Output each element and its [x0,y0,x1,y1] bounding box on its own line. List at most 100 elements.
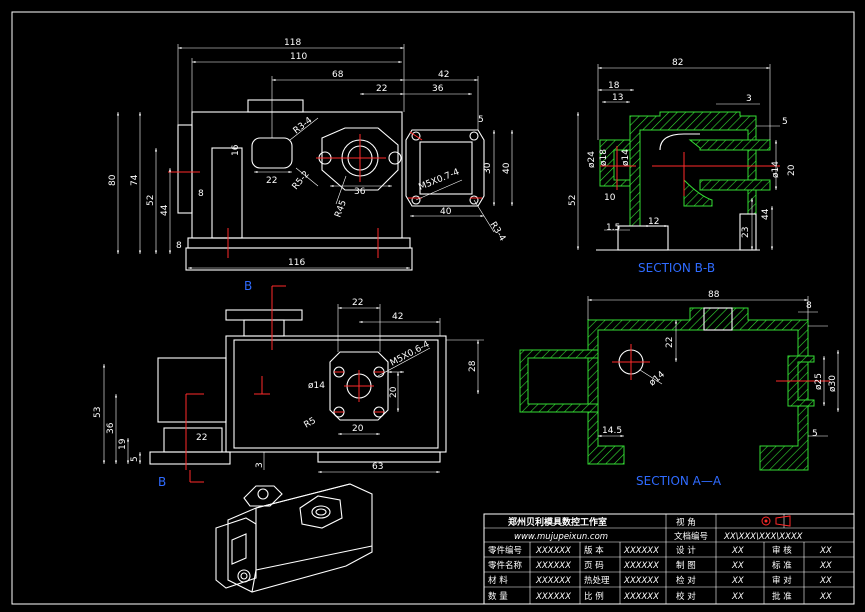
dim-36-top: 36 [106,422,116,434]
dim-r3-4-b: R3-4 [487,220,507,243]
dim-52-side: 52 [568,195,578,206]
dim-110: 110 [290,52,307,62]
dim-30: 30 [483,162,493,174]
part-name-label: 零件名称 [488,560,523,571]
standard-label: 标 准 [772,560,792,571]
version-value: XXXXXX [623,546,659,556]
dim-1-5: 1.5 [606,223,620,233]
dim-22-slot: 22 [266,176,277,186]
audit-label: 审 对 [772,575,792,586]
dim-53: 53 [93,407,103,418]
dim-88: 88 [708,290,720,300]
dim-d14-top: ø14 [308,381,325,391]
part-number-label: 零件编号 [488,545,522,556]
dim-8-aa: 8 [806,301,812,311]
dim-40-w: 40 [440,207,452,217]
view-angle-label: 视 角 [676,517,696,528]
dim-d18: ø18 [599,149,609,166]
part-name-value: XXXXXX [535,561,571,571]
dim-3-top: 3 [255,462,265,468]
title-block: 郑州贝利模具数控工作室 www.mujupeixun.com 视 角 文档编号 … [483,513,855,605]
dim-d24: ø24 [587,151,597,168]
dim-m5: M5X0.7-4 [417,167,461,192]
section-a-a-view: 88 8 22 ø14 ø25 ø30 14.5 5 SECTION A—A [519,290,840,488]
approve-label: 批 准 [772,591,792,602]
dim-63: 63 [372,462,383,472]
dim-20-top-h: 20 [352,424,364,434]
dim-22-aa: 22 [665,337,675,348]
section-b-b-view: 82 18 13 3 5 ø24 ø18 ø14 ø14 20 10 52 12… [568,58,797,275]
scale-value: XXXXXX [623,592,659,602]
dim-14-5: 14.5 [602,426,622,436]
section-b-b-label: SECTION B-B [638,261,715,275]
dim-12: 12 [648,217,659,227]
page-value: XXXXXX [623,561,659,571]
part-number-value: XXXXXX [535,546,571,556]
dim-5-top: 5 [130,456,140,462]
dim-r45: R45 [333,199,348,219]
check-value: XX [731,576,744,586]
dim-r3-4: R3-4 [292,115,315,136]
dim-d25: ø25 [814,373,824,390]
drafting-value: XX [731,561,744,571]
review-value: XX [819,546,832,556]
dim-d14-aa: ø14 [648,370,668,389]
dim-8-b: 8 [176,241,182,251]
section-cut-label-b-bottom: B [158,475,166,489]
dim-20-side: 20 [787,164,797,176]
dim-22: 22 [376,84,387,94]
section-cut-label-b-top: B [244,279,252,293]
company-name: 郑州贝利模具数控工作室 [508,516,607,528]
audit-value: XX [819,576,832,586]
quantity-value: XXXXXX [535,592,571,602]
top-view: 22 42 28 M5X0.6-4 ø14 20 R5 20 53 36 19 … [93,279,484,489]
section-a-a-label: SECTION A—A [636,474,722,488]
dim-3: 3 [746,94,752,104]
standard-value: XX [819,561,832,571]
dim-42-top: 42 [392,312,403,322]
scale-label: 比 例 [584,591,604,602]
dim-74: 74 [130,174,140,186]
dim-r5-2: R5-2 [291,169,312,191]
dim-20-top-v: 20 [389,386,399,398]
title-row-3: 材 料 XXXXXX 热处理 XXXXXX 检 对 XX 审 对 XX [488,575,832,586]
dim-22-top: 22 [352,298,363,308]
dim-13: 13 [612,93,623,103]
dim-5: 5 [478,115,484,125]
dim-5-side: 5 [782,117,788,127]
company-website: www.mujupeixun.com [514,532,608,542]
dim-36: 36 [432,84,444,94]
dim-22-top-b: 22 [196,433,207,443]
material-value: XXXXXX [535,576,571,586]
dim-23: 23 [741,227,751,238]
dim-68: 68 [332,70,344,80]
dim-42: 42 [438,70,449,80]
title-row-1: 零件编号 XXXXXX 版 本 XXXXXX 设 计 XX 审 核 XX [488,545,832,556]
page-label: 页 码 [584,561,604,571]
front-view: 118 110 68 42 22 36 5 30 40 80 74 52 44 … [108,38,514,271]
dim-18: 18 [608,81,620,91]
dim-44: 44 [160,204,170,216]
dim-36-flange: 36 [354,187,366,197]
heat-treatment-value: XXXXXX [623,576,659,586]
dim-116: 116 [288,258,305,268]
version-label: 版 本 [584,545,604,556]
approve-value: XX [819,592,832,602]
drawing-border [11,11,855,605]
file-number-label: 文档编号 [674,531,708,542]
isometric-view [215,483,373,593]
dim-8-a: 8 [198,189,204,199]
dim-82: 82 [672,58,683,68]
dim-19: 19 [118,438,128,450]
review-label: 审 核 [772,545,792,556]
material-label: 材 料 [488,575,508,586]
dim-r5-top: R5 [303,416,318,431]
dim-52: 52 [146,195,156,206]
dim-d14: ø14 [621,149,631,166]
dim-d14-b: ø14 [771,161,781,178]
check-label: 检 对 [676,575,696,586]
design-label: 设 计 [676,545,696,556]
proofread-value: XX [731,592,744,602]
dim-5-aa: 5 [812,429,818,439]
